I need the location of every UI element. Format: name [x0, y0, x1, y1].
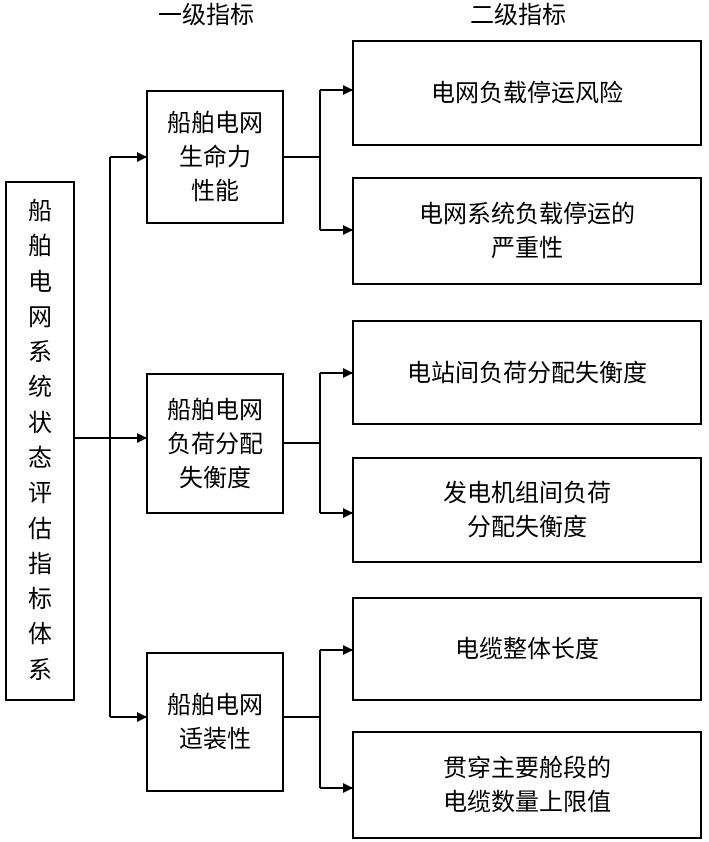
level2-node-3: 电站间负荷分配失衡度 — [352, 320, 702, 425]
root-char: 船 — [28, 196, 52, 225]
level2-label-3: 电站间负荷分配失衡度 — [407, 358, 647, 387]
root-char: 系 — [28, 338, 52, 367]
level2-node-5: 电缆整体长度 — [352, 597, 702, 701]
level1-label-3: 船舶电网 适装性 — [167, 691, 263, 753]
level2-node-6: 贯穿主要舱段的 电缆数量上限值 — [352, 731, 702, 839]
level2-label-4: 发电机组间负荷 分配失衡度 — [443, 479, 611, 541]
root-char: 估 — [28, 514, 52, 543]
root-char: 统 — [28, 373, 52, 402]
level2-label-2: 电网系统负载停运的 严重性 — [419, 200, 635, 262]
root-char: 评 — [28, 479, 52, 508]
level2-node-1: 电网负载停运风险 — [352, 40, 702, 146]
level1-node-1: 船舶电网 生命力 性能 — [146, 90, 284, 224]
root-char: 状 — [28, 408, 52, 437]
level1-node-2: 船舶电网 负荷分配 失衡度 — [146, 373, 284, 514]
level1-header: 一级指标 — [158, 1, 254, 29]
root-char: 电 — [28, 267, 52, 296]
root-char: 标 — [28, 585, 52, 614]
level2-node-4: 发电机组间负荷 分配失衡度 — [352, 457, 702, 563]
level2-node-2: 电网系统负载停运的 严重性 — [352, 177, 702, 285]
root-char: 指 — [28, 549, 52, 578]
level2-header: 二级指标 — [470, 1, 566, 29]
root-char: 舶 — [28, 232, 52, 261]
root-node: 船 舶 电 网 系 统 状 态 评 估 指 标 体 系 — [5, 181, 75, 701]
level1-label-2: 船舶电网 负荷分配 失衡度 — [167, 395, 263, 492]
level1-node-3: 船舶电网 适装性 — [146, 652, 284, 792]
level1-label-1: 船舶电网 生命力 性能 — [167, 109, 263, 205]
root-char: 网 — [28, 302, 52, 331]
level2-label-5: 电缆整体长度 — [455, 635, 599, 663]
level2-label-1: 电网负载停运风险 — [431, 79, 623, 107]
level2-label-6: 贯穿主要舱段的 电缆数量上限值 — [443, 754, 611, 816]
root-char: 系 — [28, 655, 52, 684]
root-char: 体 — [28, 620, 52, 649]
root-char: 态 — [28, 444, 52, 472]
